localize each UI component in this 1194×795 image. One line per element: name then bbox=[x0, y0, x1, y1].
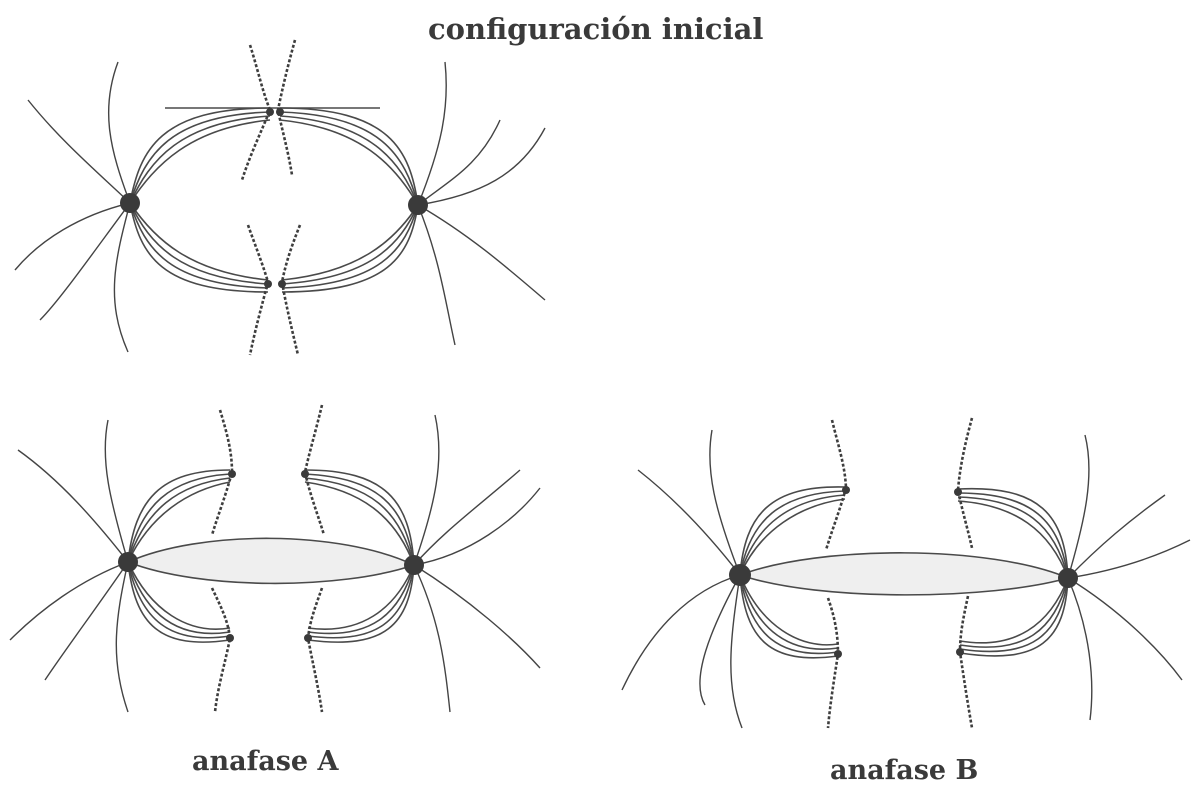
chromosomes-initial bbox=[242, 40, 300, 355]
label-initial-configuration: configuración inicial bbox=[428, 12, 763, 46]
kinetochore-fibers-upper bbox=[130, 108, 418, 205]
kinetochore-fibers-lower bbox=[130, 203, 418, 292]
interpolar-spindle-b bbox=[740, 553, 1068, 595]
astral-rays-right bbox=[418, 62, 545, 345]
pole-right-a bbox=[404, 555, 424, 575]
pole-right-b bbox=[1058, 568, 1078, 588]
astral-rays-left-a bbox=[10, 420, 128, 712]
pole-left-b bbox=[729, 564, 751, 586]
pole-right bbox=[408, 195, 428, 215]
astral-rays-right-a bbox=[414, 415, 540, 712]
label-anaphase-a: anafase A bbox=[192, 746, 338, 777]
astral-rays-right-b bbox=[1068, 435, 1190, 720]
panel-initial bbox=[15, 40, 545, 355]
pole-left bbox=[120, 193, 140, 213]
astral-rays-left-b bbox=[622, 430, 742, 728]
panel-anaphase-b bbox=[622, 418, 1190, 728]
interpolar-spindle-a bbox=[128, 538, 414, 583]
pole-left-a bbox=[118, 552, 138, 572]
astral-rays-left bbox=[15, 62, 130, 352]
panel-anaphase-a bbox=[10, 405, 540, 712]
label-anaphase-b: anafase B bbox=[830, 755, 978, 786]
